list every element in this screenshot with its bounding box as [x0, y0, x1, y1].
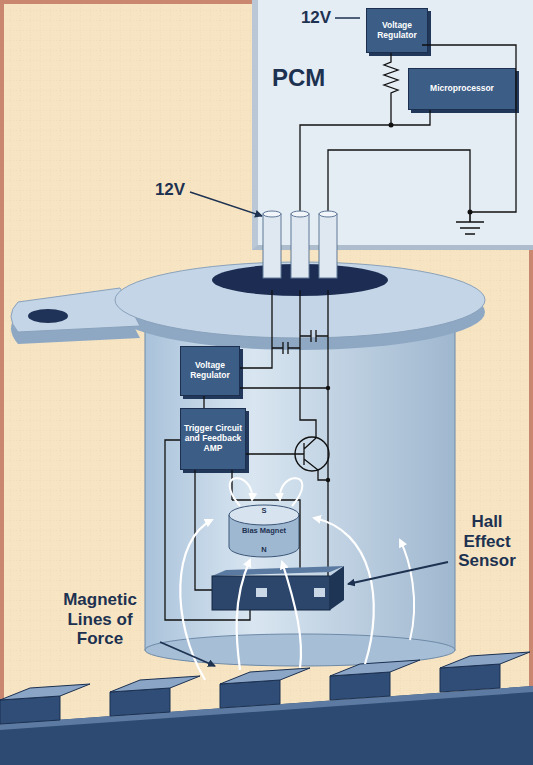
ground-symbol	[456, 212, 484, 234]
mounting-hole	[28, 309, 68, 323]
pin-top	[319, 211, 337, 217]
field-line	[314, 518, 374, 664]
wheel-tooth	[440, 652, 530, 668]
field-line	[280, 478, 303, 506]
transistor-leads	[304, 438, 328, 480]
wire-junction	[326, 386, 330, 390]
pull-up-resistor-wire	[300, 53, 398, 214]
connector-pin	[319, 214, 337, 278]
hall-chip-side	[330, 566, 344, 610]
box-label: Microprocessor	[430, 84, 494, 94]
connector-pin	[263, 214, 281, 278]
wheel-tooth	[330, 660, 420, 676]
wheel-tooth	[0, 696, 60, 724]
box-label: Trigger Circuit and Feedback AMP	[183, 424, 243, 453]
ground-wire	[328, 150, 470, 214]
field-line	[180, 520, 212, 680]
wheel-tooth	[440, 664, 500, 692]
regulator-box: Voltage Regulator	[180, 346, 240, 396]
connector-pin	[291, 214, 309, 278]
capacitor-symbol	[300, 330, 328, 342]
field-line	[230, 478, 253, 506]
wheel-tooth	[0, 684, 90, 700]
wire-junction	[389, 123, 394, 128]
field-line	[400, 540, 414, 640]
callout-leader	[348, 562, 448, 584]
bias-magnet: S Bias MagnetN	[228, 503, 300, 559]
wheel-tooth	[110, 676, 200, 692]
pin-top	[263, 211, 281, 217]
microprocessor-box: Microprocessor	[408, 68, 516, 110]
signal-wire	[300, 290, 316, 438]
box-label: Voltage Regulator	[183, 361, 237, 381]
supply-wire	[240, 290, 272, 368]
supply-leader	[190, 192, 262, 216]
magnet-top	[229, 505, 299, 525]
hall-effect-chip	[212, 576, 330, 610]
wheel-tooth	[220, 668, 310, 684]
field-line	[282, 562, 301, 668]
circuit-wire	[203, 396, 204, 408]
regulator-ground-wire	[240, 387, 328, 388]
wire-junction	[326, 478, 330, 482]
wheel-tooth	[110, 688, 170, 716]
chip-contact	[256, 588, 267, 597]
callout-leader	[160, 642, 215, 666]
regulator-box: Voltage Regulator	[366, 8, 428, 53]
box-label: S	[261, 506, 266, 515]
box-label: Bias Magnet	[242, 526, 286, 535]
chip-supply-wire	[232, 470, 300, 568]
ground-wire	[328, 290, 342, 582]
connector-pins	[263, 211, 337, 278]
field-line	[237, 560, 250, 670]
regulator-ground-wire	[422, 45, 516, 212]
trigger-circuit-box: Trigger Circuit and Feedback AMP	[180, 408, 246, 470]
box-label: N	[261, 545, 266, 554]
pin-top	[291, 211, 309, 217]
capacitor-symbol	[272, 342, 300, 354]
supply-wire	[335, 17, 360, 19]
wheel-tooth	[330, 672, 390, 700]
chip-contact	[314, 588, 325, 597]
base-wire	[246, 453, 304, 454]
hall-chip-top	[212, 566, 344, 576]
module-title: PCM	[272, 64, 325, 92]
box-label: Voltage Regulator	[369, 21, 425, 41]
signal-input-wire	[391, 110, 430, 125]
wheel-tooth	[220, 680, 280, 708]
